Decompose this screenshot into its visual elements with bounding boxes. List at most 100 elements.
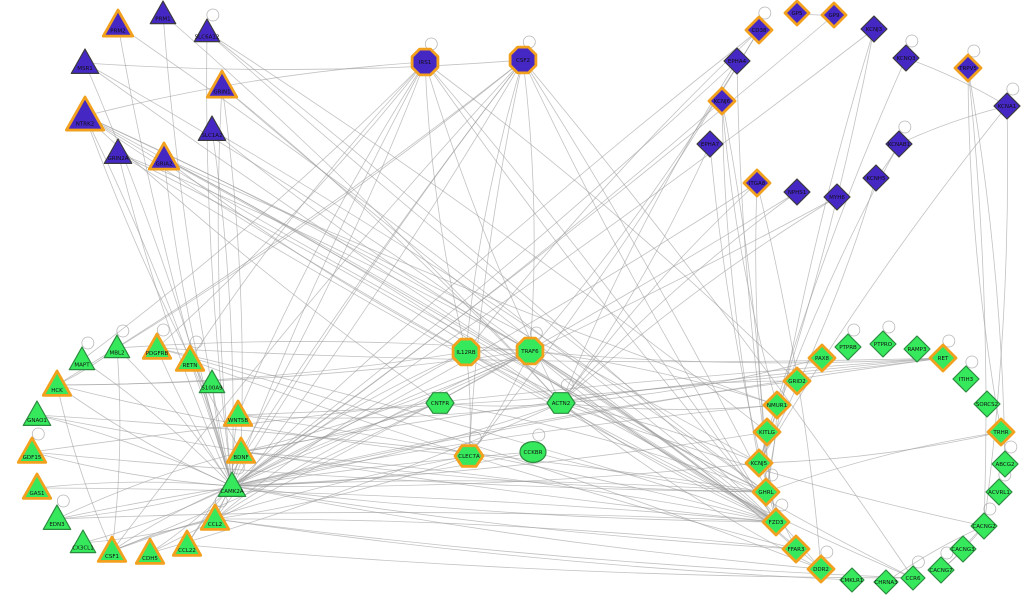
edge-CAMK2A-KITLG bbox=[231, 431, 768, 487]
node-ITGA8[interactable]: ITGA8 bbox=[742, 168, 772, 198]
edge-TRAF6-CSF1 bbox=[111, 350, 531, 552]
node-PTPRO[interactable]: PTPRO bbox=[869, 330, 897, 358]
edge-IRS1-RETN bbox=[189, 61, 426, 361]
edge-CAMK2A-CX3CL1 bbox=[82, 485, 233, 544]
node-KCNA1[interactable]: KCNA1 bbox=[993, 92, 1021, 120]
node-EPHA7[interactable]: EPHA7 bbox=[696, 130, 724, 158]
node-WNT5B[interactable]: WNT5B bbox=[222, 399, 254, 427]
node-KCNJ5[interactable]: KCNJ5 bbox=[744, 448, 774, 478]
self-loop-KCNAB1 bbox=[898, 120, 912, 134]
edge-SLC6A12-FZD3 bbox=[206, 31, 777, 523]
edge-ACTN2-FZD3 bbox=[560, 402, 777, 523]
triangle-shape bbox=[96, 535, 128, 563]
edge-TRPV5-CACNG2 bbox=[967, 67, 987, 527]
diamond-shape bbox=[839, 567, 865, 593]
hexagon-shape bbox=[546, 392, 576, 414]
edge-CLEC7A-HCK bbox=[56, 384, 470, 457]
edge-CSF2-FFAR3 bbox=[522, 59, 797, 550]
node-CSF1[interactable]: CSF1 bbox=[96, 535, 128, 563]
diamond-shape bbox=[900, 565, 926, 591]
node-CCL22[interactable]: CCL22 bbox=[171, 529, 203, 557]
node-MSR1[interactable]: MSR1 bbox=[70, 48, 100, 74]
edge-WNT5B-FZD3 bbox=[237, 414, 777, 523]
node-CLEC7A[interactable]: CLEC7A bbox=[453, 444, 485, 468]
diamond-shape bbox=[873, 569, 899, 595]
triangle-shape bbox=[101, 8, 135, 38]
diamond-shape bbox=[949, 535, 977, 563]
node-CCKBR[interactable]: CCKBR bbox=[519, 441, 547, 464]
node-GRIN2A[interactable]: GRIN2A bbox=[103, 138, 133, 164]
node-KCNQ3[interactable]: KCNQ3 bbox=[892, 44, 920, 72]
node-ITIH3[interactable]: ITIH3 bbox=[952, 365, 980, 393]
node-NPHS1[interactable]: NPHS1 bbox=[783, 178, 811, 206]
node-CHRNA3[interactable]: CHRNA3 bbox=[873, 569, 899, 595]
edge-CAMK2A-S100A9 bbox=[211, 382, 233, 487]
node-GNAO1[interactable]: GNAO1 bbox=[22, 400, 52, 426]
node-ACVRL1[interactable]: ACVRL1 bbox=[985, 478, 1013, 506]
node-ACTN2[interactable]: ACTN2 bbox=[546, 392, 576, 414]
node-GAS1[interactable]: GAS1 bbox=[21, 472, 53, 500]
node-KCNJ6[interactable]: KCNJ6 bbox=[707, 86, 737, 116]
triangle-shape bbox=[21, 472, 53, 500]
node-GDF15[interactable]: GDF15 bbox=[16, 436, 48, 464]
diamond-shape bbox=[806, 554, 836, 584]
edge-IRS1-FZD3 bbox=[424, 61, 777, 523]
edge-KCNJ3-CAMK2A bbox=[231, 28, 875, 487]
node-PRM2[interactable]: PRM2 bbox=[101, 8, 135, 38]
node-CNTFR[interactable]: CNTFR bbox=[425, 392, 455, 414]
edge-CNTFR-CAMK2A bbox=[231, 402, 441, 487]
triangle-shape bbox=[171, 529, 203, 557]
node-RET[interactable]: RET bbox=[928, 343, 958, 373]
edge-GRIN1-BDNF bbox=[221, 85, 243, 453]
edge-CAMK2A-FZD3 bbox=[231, 485, 777, 523]
node-NTRK2[interactable]: NTRK2 bbox=[64, 95, 106, 132]
self-loop-CCR6 bbox=[912, 555, 925, 569]
node-IL12RB[interactable]: IL12RB bbox=[451, 337, 481, 367]
node-CX3CL1[interactable]: CX3CL1 bbox=[69, 529, 97, 554]
node-CACNG7[interactable]: CACNG7 bbox=[927, 556, 955, 584]
ellipse-shape bbox=[519, 441, 547, 464]
node-IRS1[interactable]: IRS1 bbox=[410, 47, 440, 77]
node-SLC1A2[interactable]: SLC1A2 bbox=[197, 115, 227, 141]
node-TRAF6[interactable]: TRAF6 bbox=[515, 336, 545, 366]
node-SLC6A12[interactable]: SLC6A12 bbox=[193, 18, 221, 43]
node-CMKLR1[interactable]: CMKLR1 bbox=[839, 567, 865, 593]
node-KCNAB1[interactable]: KCNAB1 bbox=[885, 130, 913, 158]
diamond-shape bbox=[986, 417, 1016, 447]
node-GP5[interactable]: GP5 bbox=[783, 0, 811, 27]
diamond-shape bbox=[820, 1, 848, 29]
node-MBL2[interactable]: MBL2 bbox=[103, 334, 131, 359]
node-KCNJ3[interactable]: KCNJ3 bbox=[860, 15, 888, 43]
edge-KCNA1-KCNJ5 bbox=[758, 105, 1008, 464]
edge-CACNG2-CHRNA3 bbox=[885, 525, 985, 583]
edge-KCNA1-CACNG2 bbox=[983, 105, 1009, 527]
node-PRM1[interactable]: PRM1 bbox=[149, 0, 177, 25]
node-GP9[interactable]: GP9 bbox=[820, 1, 848, 29]
edge-KCNJ6-KCNJ5 bbox=[721, 100, 760, 464]
node-FZD3[interactable]: FZD3 bbox=[761, 507, 791, 537]
node-GRIN1[interactable]: GRIN1 bbox=[205, 69, 239, 99]
edge-PRM1-CAMK2A bbox=[162, 13, 233, 487]
node-MYH6[interactable]: MYH6 bbox=[823, 183, 851, 211]
node-TRPV5[interactable]: TRPV5 bbox=[953, 53, 983, 83]
node-GRIA2[interactable]: GRIA2 bbox=[147, 141, 181, 171]
node-CSF2[interactable]: CSF2 bbox=[508, 45, 538, 75]
node-GHRL[interactable]: GHRL bbox=[751, 477, 781, 507]
edge-ITGA8-ACTN2 bbox=[560, 182, 758, 404]
triangle-shape bbox=[225, 436, 257, 464]
edge-SLC6A12-GHRL bbox=[206, 31, 767, 493]
edge-ITGA8-FZD3 bbox=[755, 182, 777, 523]
node-SORCS2[interactable]: SORCS2 bbox=[973, 390, 1001, 418]
node-ABCG2[interactable]: ABCG2 bbox=[991, 450, 1019, 478]
node-CDH5[interactable]: CDH5 bbox=[134, 537, 166, 565]
node-HCK[interactable]: HCK bbox=[41, 369, 73, 397]
self-loop-PTPRB bbox=[847, 323, 861, 337]
edge-CAMK2A-HCK bbox=[56, 384, 233, 487]
node-PTPRB[interactable]: PTPRB bbox=[834, 333, 862, 361]
node-FFAR3[interactable]: FFAR3 bbox=[781, 534, 811, 564]
node-NMUR1[interactable]: NMUR1 bbox=[762, 390, 792, 420]
node-MAPT[interactable]: MAPT bbox=[68, 346, 96, 371]
edge-CAMK2A-MAPT bbox=[81, 359, 233, 487]
